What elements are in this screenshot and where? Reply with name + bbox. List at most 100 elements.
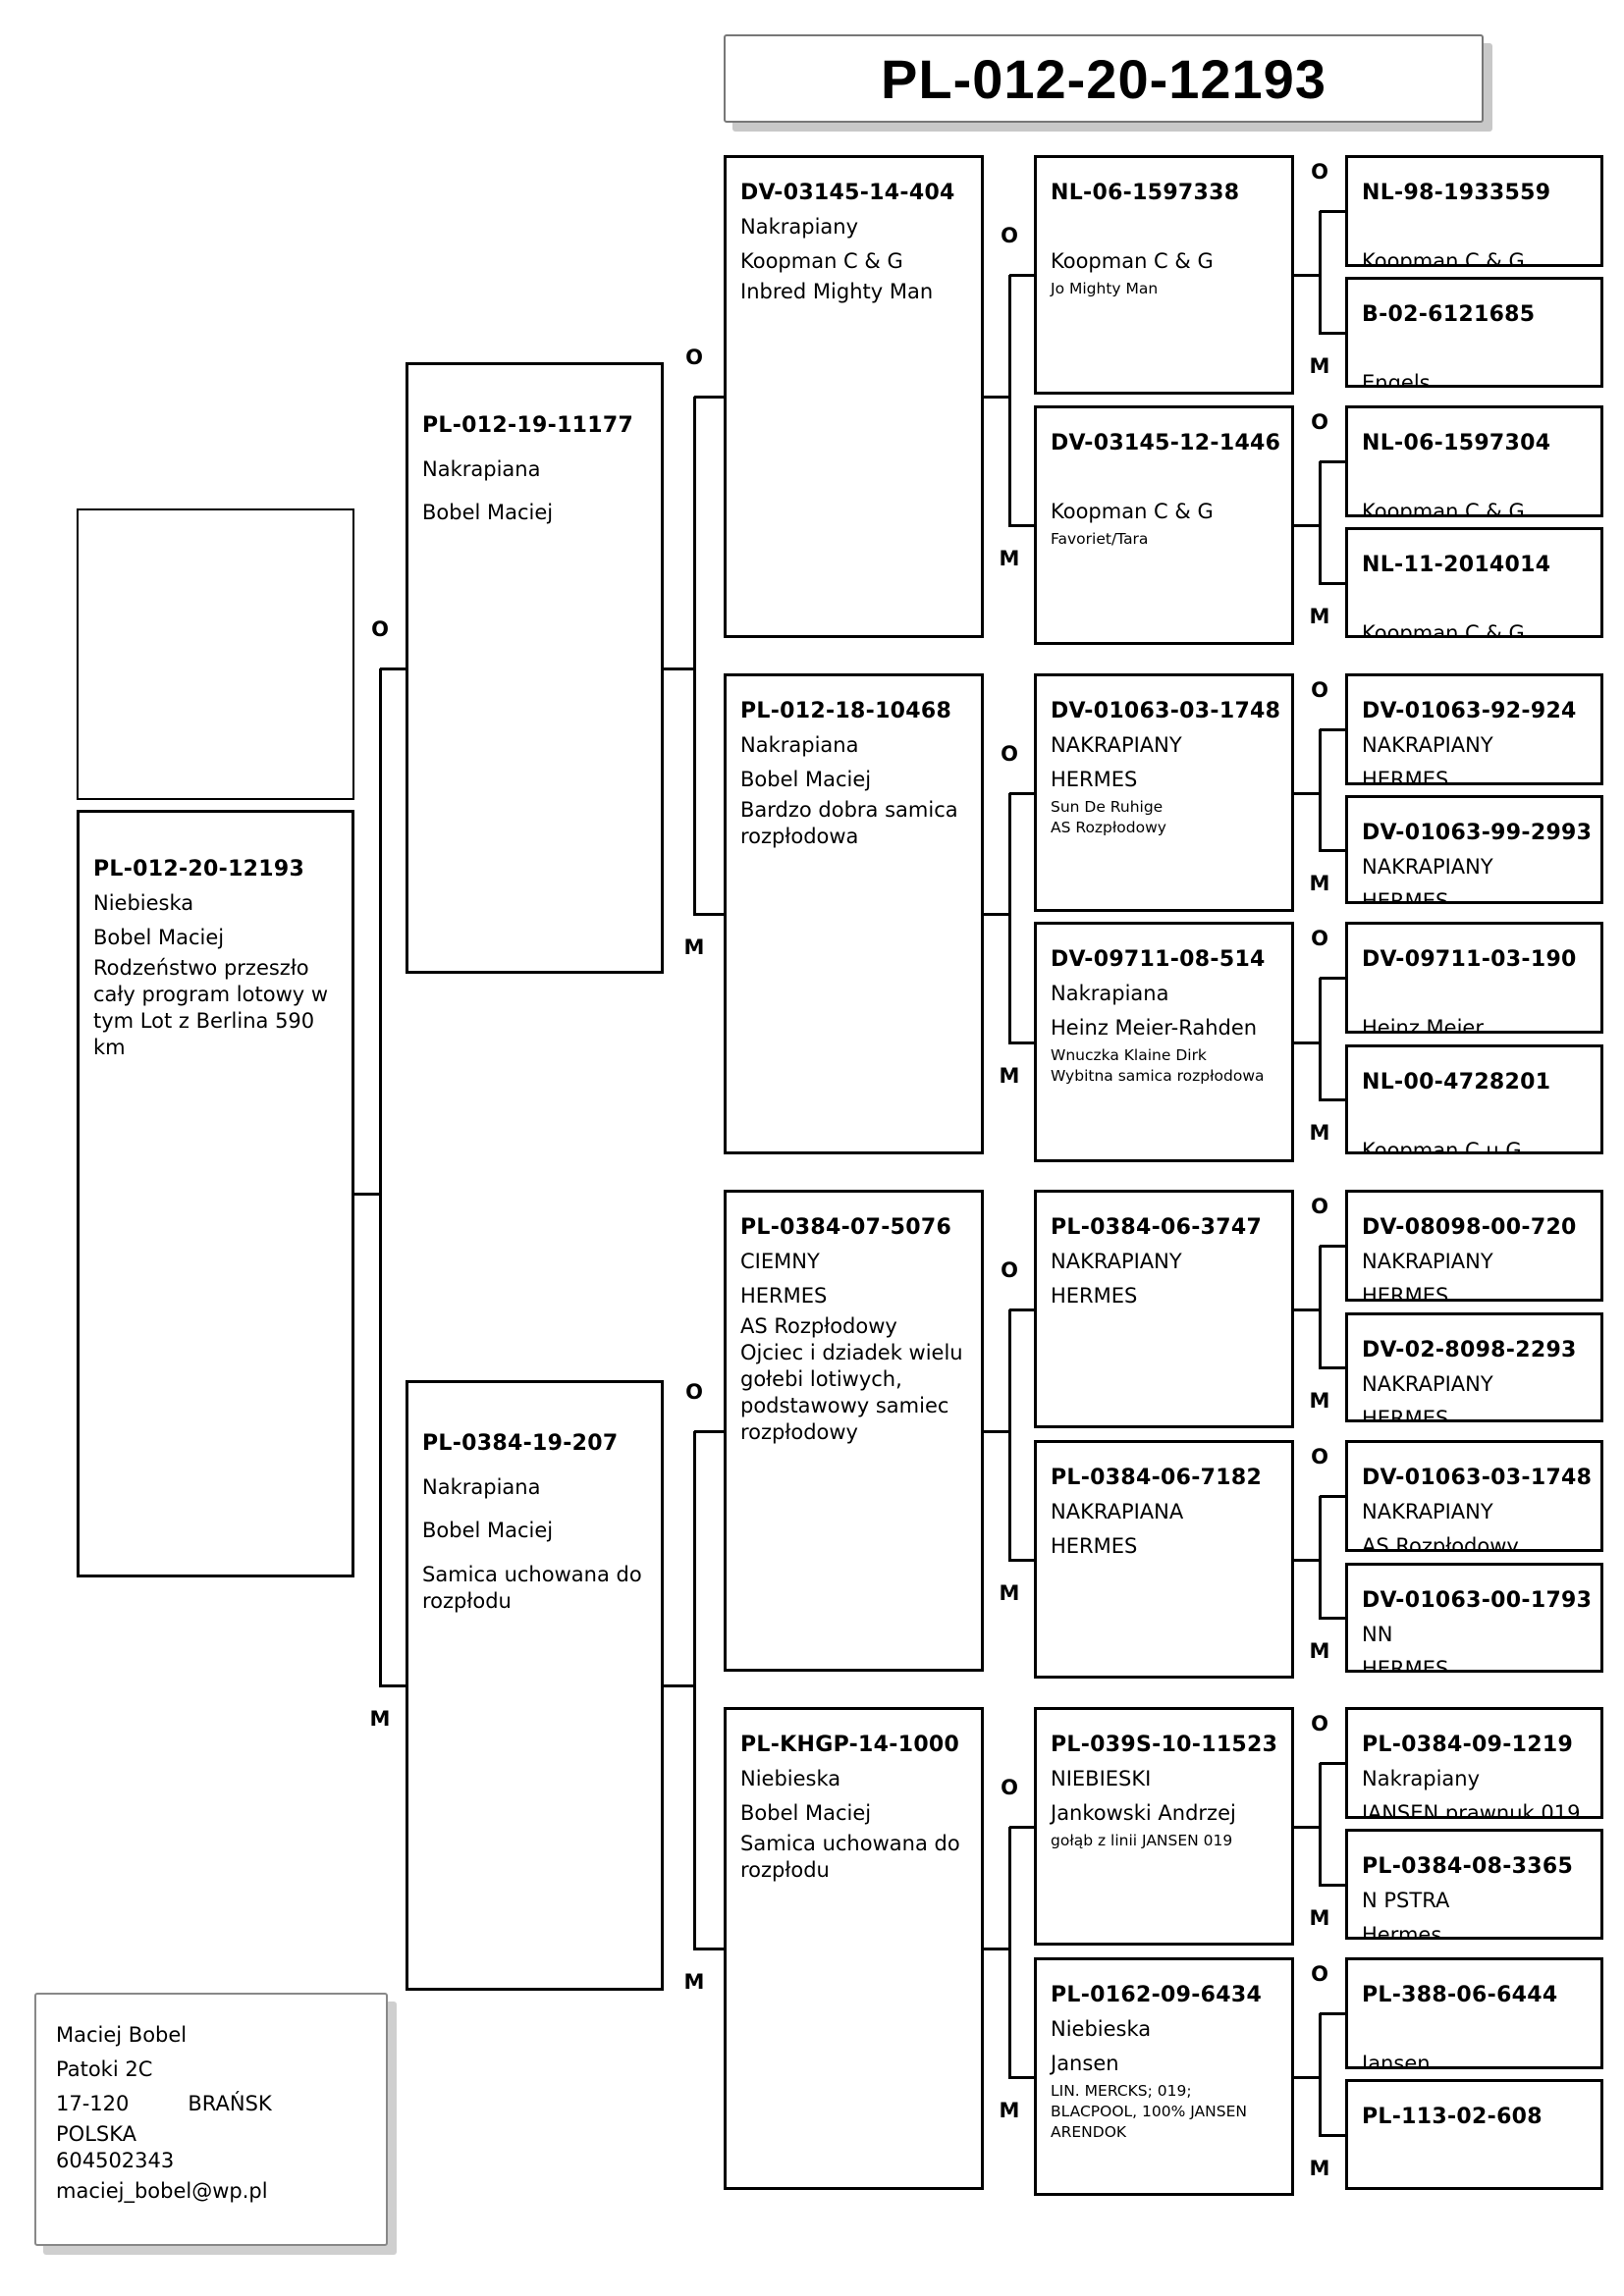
sire-label: O bbox=[1311, 1445, 1328, 1468]
connector-line bbox=[1319, 461, 1322, 585]
dam-label: M bbox=[1309, 1121, 1330, 1145]
color bbox=[1051, 460, 1279, 495]
connector-line bbox=[380, 1684, 406, 1687]
ring-number: DV-01063-92-924 bbox=[1362, 699, 1577, 723]
photo-placeholder bbox=[77, 508, 354, 800]
ring-number: DV-01063-00-1793 bbox=[1362, 1588, 1593, 1613]
ring-number: PL-039S-10-11523 bbox=[1051, 1733, 1278, 1757]
ring-number: NL-06-1597304 bbox=[1362, 431, 1551, 455]
sire-label: O bbox=[1311, 927, 1328, 950]
connector-line bbox=[693, 397, 696, 916]
connector-line bbox=[1009, 1308, 1034, 1311]
color: CIEMNY bbox=[740, 1250, 820, 1273]
color: Nakrapiany bbox=[740, 215, 859, 239]
ring-number: PL-0384-06-3747 bbox=[1051, 1215, 1263, 1240]
connector-line bbox=[354, 1193, 380, 1196]
ring-number: DV-03145-14-404 bbox=[740, 181, 955, 205]
connector-line bbox=[1320, 848, 1345, 852]
connector-line bbox=[1009, 2075, 1034, 2079]
note: Jansen bbox=[1362, 2183, 1589, 2187]
connector-line bbox=[1294, 1825, 1320, 1829]
color: NAKRAPIANY bbox=[1362, 1250, 1493, 1273]
owner: Jansen bbox=[1051, 2052, 1119, 2075]
sire-label: O bbox=[1001, 224, 1018, 247]
connector-line bbox=[1320, 1366, 1345, 1369]
sire-label: O bbox=[1001, 1775, 1018, 1799]
color: Nakrapiana bbox=[422, 457, 541, 481]
connector-line bbox=[1320, 581, 1345, 585]
ring-number: NL-98-1933559 bbox=[1362, 181, 1551, 205]
color: Nakrapiana bbox=[1051, 982, 1169, 1005]
color: NAKRAPIANY bbox=[1362, 1500, 1493, 1523]
sire-label: O bbox=[1311, 1195, 1328, 1218]
ring-number: PL-012-18-10468 bbox=[740, 699, 952, 723]
remark: AS Rozpłodowy Ojciec i dziadek wielu goł… bbox=[740, 1314, 963, 1444]
connector-line bbox=[664, 1684, 694, 1687]
color: Niebieska bbox=[740, 1767, 841, 1790]
connector-line bbox=[664, 667, 694, 670]
color bbox=[1362, 582, 1589, 616]
owner: Jankowski Andrzej bbox=[1051, 1801, 1236, 1825]
connector-line bbox=[1320, 460, 1345, 463]
color bbox=[1362, 977, 1589, 1011]
ring-number: DV-03145-12-1446 bbox=[1051, 431, 1281, 455]
pedigree-box[interactable]: PL-113-02-608Jansen bbox=[1345, 2079, 1603, 2190]
connector-line bbox=[1294, 1308, 1320, 1311]
connector-line bbox=[1320, 1245, 1345, 1248]
connector-line bbox=[1294, 1558, 1320, 1562]
sire-label: O bbox=[685, 1379, 703, 1404]
color: NIEBIESKI bbox=[1051, 1767, 1152, 1790]
owner: HERMES bbox=[1051, 1534, 1138, 1558]
dam-label: M bbox=[1309, 1389, 1330, 1413]
dam-label: M bbox=[1309, 1639, 1330, 1663]
owner: Bobel Maciej bbox=[422, 501, 554, 524]
owner: Koopman C & G bbox=[1051, 249, 1214, 273]
color bbox=[1362, 332, 1589, 366]
note: Jo Mighty Man bbox=[1051, 280, 1159, 297]
connector-line bbox=[1320, 210, 1345, 213]
connector-line bbox=[1320, 2133, 1345, 2137]
ring-number: DV-01063-99-2993 bbox=[1362, 821, 1593, 845]
ring-number: NL-06-1597338 bbox=[1051, 181, 1240, 205]
ring-number: PL-012-20-12193 bbox=[93, 857, 305, 881]
owner: Bobel Maciej bbox=[740, 1801, 872, 1825]
connector-line bbox=[694, 1948, 724, 1950]
connector-line bbox=[1320, 977, 1345, 980]
color: Niebieska bbox=[1051, 2017, 1152, 2041]
ring-number: PL-0384-09-1219 bbox=[1362, 1733, 1574, 1757]
ring-number: PL-0162-09-6434 bbox=[1051, 1983, 1263, 2007]
sire-label: O bbox=[1001, 1257, 1018, 1282]
connector-line bbox=[1320, 728, 1345, 731]
note: Sun De Ruhige AS Rozpłodowy bbox=[1051, 798, 1166, 836]
